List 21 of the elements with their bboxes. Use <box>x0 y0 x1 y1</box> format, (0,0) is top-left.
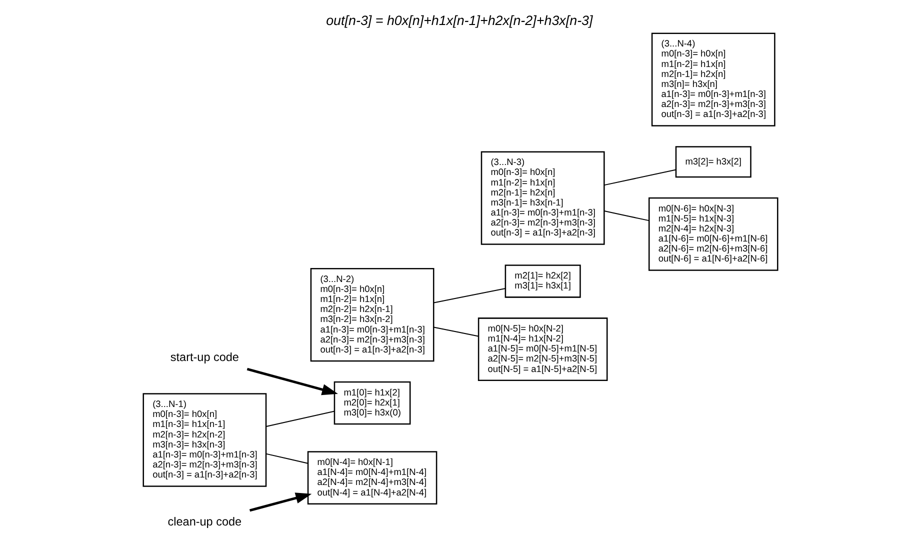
connector <box>433 288 505 304</box>
connector <box>604 210 649 222</box>
arrow <box>246 368 338 396</box>
connector <box>266 410 334 427</box>
node-box: m1[0]= h1x[2] m2[0]= h2x[1] m3[0]= h3x(0) <box>333 381 410 425</box>
connector <box>266 453 308 464</box>
node-text: start-up code <box>170 350 238 364</box>
node-box: (3...N-2) m0[n-3]= h0x[n] m1[n-2]= h1x[n] m2[n-2]= h2x[n-1] m3[n-2]= h3x[n-2] a1[n-3]= m0[n-3]+m1[n-3] a2[n-3]= m2[n-3]+m3[n-3] out[n-3] = a1[n-3]+a2[n-3] <box>310 268 434 362</box>
diagram-title: out[n-3] = h0x[n]+h1x[n-1]+h2x[n-2]+h3x[n-3] <box>326 12 592 28</box>
node-box: m2[1]= h2x[2] m3[1]= h3x[1] <box>504 264 580 298</box>
node-box: m0[N-6]= h0x[N-3] m1[N-5]= h1x[N-3] m2[N-4]= h2x[N-3] a1[N-6]= m0[N-6]+m1[N-6] a2[N-6]= m2[N-6]+m3[N-6] out[N-6] = a1[N-6]+a2[N-6] <box>648 197 778 271</box>
node-box: (3...N-4) m0[n-3]= h0x[n] m1[n-2]= h1x[n] m2[n-1]= h2x[n] m3[n]= h3x[n] a1[n-3]= m0[n-3]+m1[n-3] a2[n-3]= m2[n-3]+m3[n-3] out[n-3] = a1[n-3]+a2[n-3] <box>650 32 775 126</box>
node-box: m0[N-5]= h0x[N-2] m1[N-4]= h1x[N-2] a1[N-5]= m0[N-5]+m1[N-5] a2[N-5]= m2[N-5]+m3[N-5] out[N-5] = a1[N-5]+a2[N-5] <box>477 318 608 381</box>
node-box: (3...N-1) m0[n-3]= h0x[n] m1[n-3]= h1x[n-1] m2[n-3]= h2x[n-2] m3[n-3]= h3x[n-3] a1[n-3]= m0[n-3]+m1[n-3] a2[n-3]= m2[n-3]+m3[n-3] out[n-3] = a1[n-3]+a2[n-3] <box>142 393 266 487</box>
node-box: (3...N-3) m0[n-3]= h0x[n] m1[n-2]= h1x[n] m2[n-1]= h2x[n] m3[n-1]= h3x[n-1] a1[n-3]= m0[n-3]+m1[n-3] a2[n-3]= m2[n-3]+m3[n-3] out[n-3] = a1[n-3]+a2[n-3] <box>480 151 604 245</box>
arrow <box>248 492 312 512</box>
node-box: m3[2]= h3x[2] <box>674 146 751 178</box>
node-text: clean-up code <box>167 515 242 528</box>
connector <box>433 326 478 337</box>
node-box: m0[N-4]= h0x[N-1] a1[N-4]= m0[N-4]+m1[N-4] a2[N-4]= m2[N-4]+m3[N-4] out[N-4] = a1[N-4]+a2[N-4] <box>306 451 437 504</box>
connector <box>604 169 676 186</box>
